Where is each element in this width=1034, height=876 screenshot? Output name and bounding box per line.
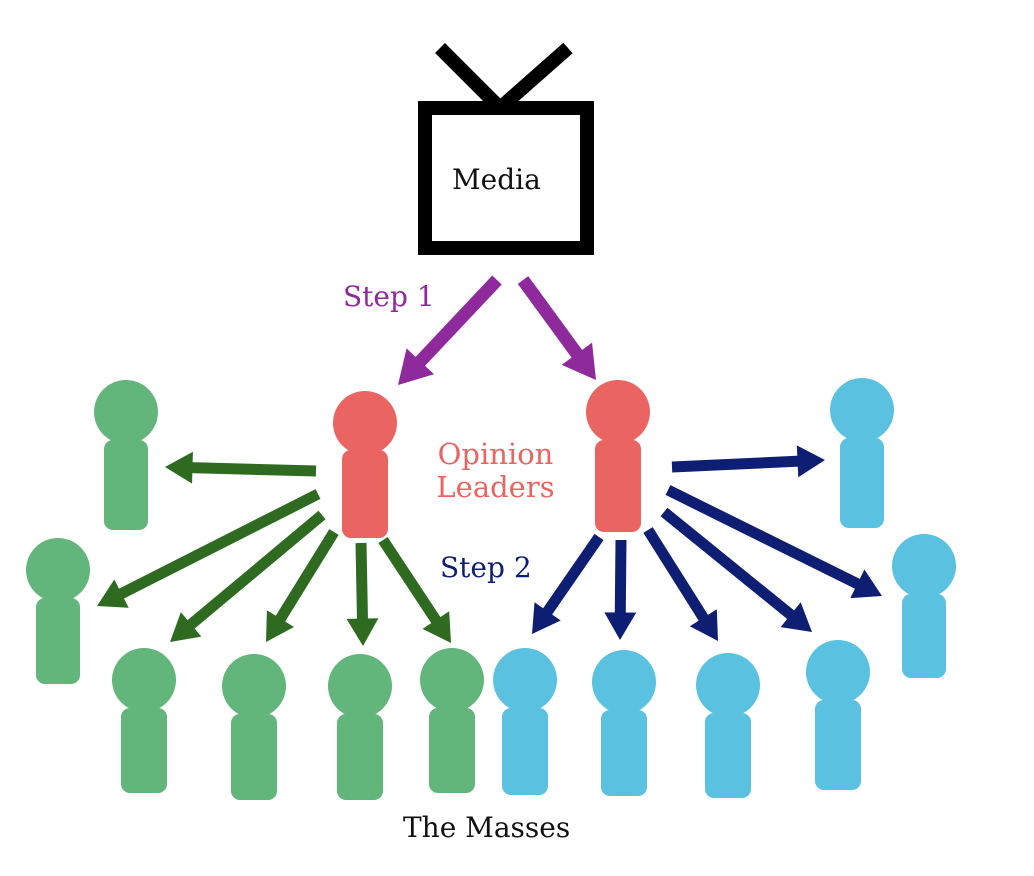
person-body	[902, 594, 946, 678]
mass-person-icon	[892, 534, 956, 678]
person-head	[26, 538, 90, 602]
person-body	[815, 700, 861, 790]
mass-person-icon	[830, 378, 894, 528]
arrow-shaft	[355, 542, 369, 621]
step2-arrow-icon	[532, 533, 604, 634]
tv-screen	[418, 101, 594, 255]
arrow-head	[170, 612, 202, 642]
arrow-head	[850, 569, 882, 599]
mass-person-icon	[112, 648, 176, 793]
arrow-head	[689, 609, 718, 641]
person-head	[333, 391, 397, 455]
person-body	[342, 450, 388, 538]
person-head	[94, 380, 158, 444]
step1-label: Step 1	[343, 280, 435, 313]
person-body	[121, 708, 167, 793]
arrow-head	[346, 618, 379, 646]
people-group	[26, 378, 956, 800]
arrow-head	[561, 342, 596, 380]
person-body	[429, 708, 475, 793]
person-body	[231, 714, 277, 800]
arrow-head	[422, 611, 451, 643]
masses-label: The Masses	[403, 811, 571, 844]
arrow-head	[796, 445, 825, 478]
arrow-head	[604, 612, 637, 640]
arrow-shaft	[190, 462, 317, 477]
step2-arrow-icon	[97, 489, 321, 608]
opinion-leaders-label-line1: Opinion	[437, 437, 554, 471]
arrow-shaft	[117, 489, 321, 600]
arrow-head	[780, 602, 812, 632]
person-head	[493, 648, 557, 712]
step2-arrow-icon	[665, 485, 882, 599]
tv-antenna-right	[495, 42, 573, 114]
person-head	[328, 654, 392, 718]
mass-person-icon	[592, 650, 656, 796]
tv-antenna-left	[435, 43, 505, 113]
person-head	[586, 380, 650, 444]
arrow-shaft	[660, 507, 796, 621]
mass-person-icon	[696, 653, 760, 798]
arrow-head	[532, 602, 561, 634]
arrow-group	[97, 275, 882, 646]
step2-arrow-icon	[643, 527, 718, 641]
step2-arrow-icon	[266, 529, 339, 642]
person-head	[420, 648, 484, 712]
person-body	[595, 440, 641, 532]
arrow-head	[398, 348, 435, 385]
mass-person-icon	[493, 648, 557, 795]
arrow-shaft	[378, 536, 442, 625]
opinion-leader-person-icon	[586, 380, 650, 532]
person-body	[840, 438, 884, 528]
media-label: Media	[452, 163, 541, 196]
step2-arrow-icon	[346, 542, 379, 646]
step2-arrow-icon	[170, 510, 326, 642]
person-body	[36, 598, 80, 684]
mass-person-icon	[222, 654, 286, 800]
person-head	[892, 534, 956, 598]
person-head	[806, 640, 870, 704]
arrow-shaft	[186, 510, 326, 630]
step2-arrow-icon	[165, 451, 317, 484]
opinion-leaders-label: Opinion Leaders	[428, 438, 563, 504]
arrow-shaft	[643, 527, 710, 623]
arrow-head	[165, 451, 193, 484]
arrow-shaft	[665, 485, 862, 590]
person-head	[222, 654, 286, 718]
step2-label: Step 2	[440, 551, 532, 584]
opinion-leaders-label-line2: Leaders	[436, 470, 555, 504]
person-body	[104, 440, 148, 530]
mass-person-icon	[806, 640, 870, 790]
step1-arrow-icon	[517, 276, 596, 380]
person-body	[337, 714, 383, 800]
mass-person-icon	[94, 380, 158, 530]
person-head	[830, 378, 894, 442]
arrow-shaft	[614, 539, 627, 615]
arrow-head	[266, 610, 295, 642]
arrow-shaft	[274, 529, 339, 624]
person-body	[705, 713, 751, 798]
mass-person-icon	[26, 538, 90, 684]
step2-arrow-icon	[604, 539, 637, 640]
step2-arrow-icon	[378, 536, 451, 643]
person-head	[112, 648, 176, 712]
person-head	[592, 650, 656, 714]
opinion-leader-person-icon	[333, 391, 397, 538]
arrow-shaft	[671, 455, 800, 473]
person-body	[601, 710, 647, 796]
arrow-shaft	[414, 275, 502, 368]
person-body	[502, 708, 548, 795]
step2-arrow-icon	[660, 507, 812, 632]
tv-icon	[418, 42, 594, 255]
arrow-shaft	[541, 533, 604, 617]
step2-arrow-icon	[671, 445, 825, 478]
person-head	[696, 653, 760, 717]
arrow-shaft	[517, 276, 584, 360]
mass-person-icon	[328, 654, 392, 800]
step1-arrow-icon	[398, 275, 502, 385]
mass-person-icon	[420, 648, 484, 793]
arrow-head	[97, 579, 129, 608]
